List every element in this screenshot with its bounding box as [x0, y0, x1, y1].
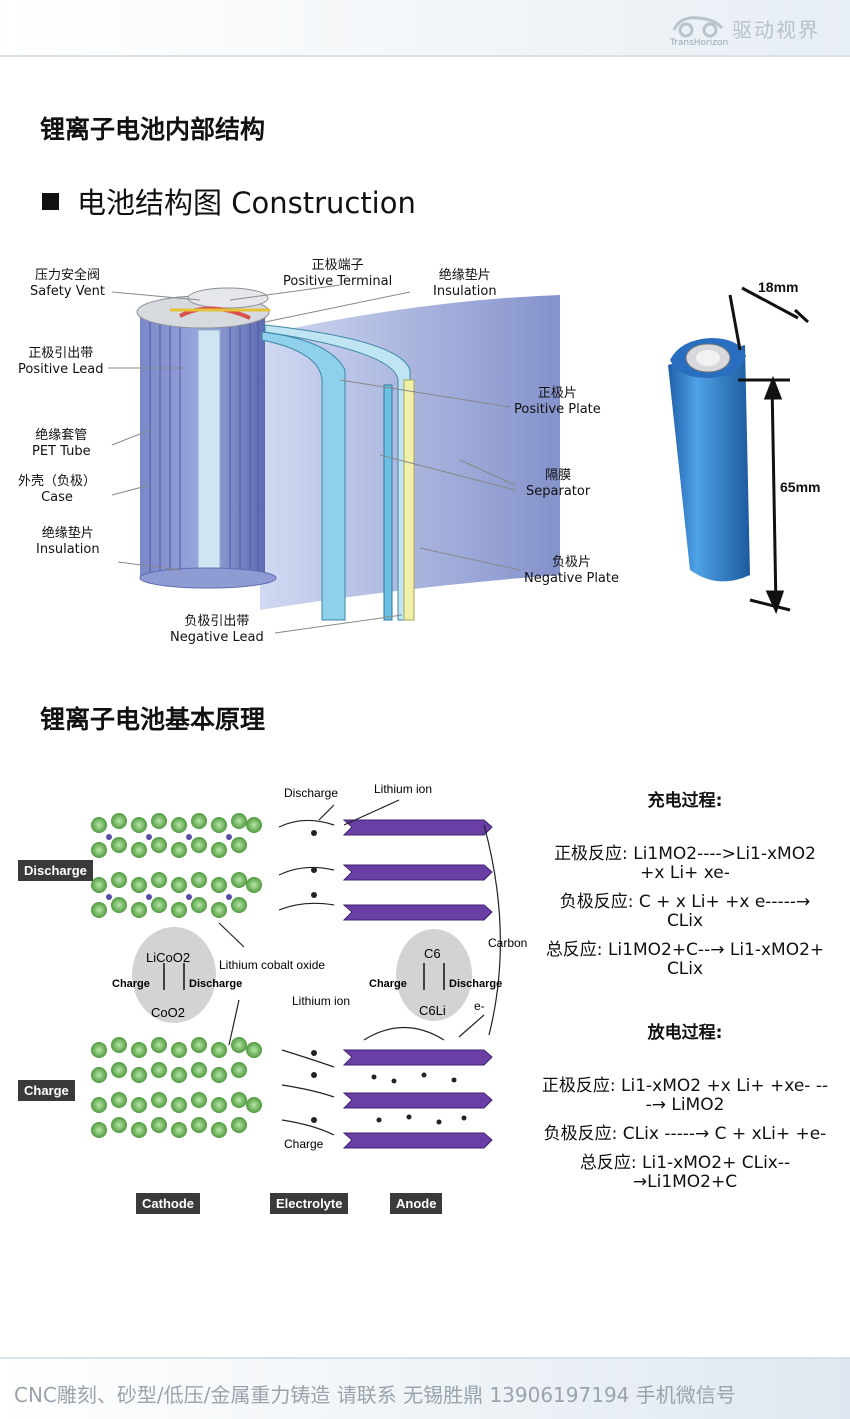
label-safety-vent: 压力安全阀 Safety Vent — [30, 268, 105, 300]
bullet-square-icon — [42, 192, 59, 210]
pd-carbon: Carbon — [488, 936, 527, 950]
label-pet-tube: 绝缘套管 PET Tube — [32, 428, 91, 460]
label-positive-lead: 正极引出带 Positive Lead — [18, 346, 103, 378]
pd-lithium-ion-top: Lithium ion — [374, 782, 432, 796]
label-positive-lead-text: 正极引出带 Positive Lead — [18, 346, 104, 377]
subtitle-text: 电池结构图 Construction — [77, 186, 416, 220]
pd-c-discharge: Discharge — [449, 978, 502, 990]
pd-lco-discharge: Discharge — [189, 978, 242, 990]
label-insulation-top-text: 绝缘垫片 Insulation — [433, 268, 497, 299]
footer-contact-text: CNC雕刻、砂型/低压/金属重力铸造 请联系 无锡胜鼎 13906197194 … — [14, 1383, 736, 1407]
pd-discharge-label: Discharge — [284, 786, 338, 800]
pd-c-charge: Charge — [369, 978, 407, 990]
label-positive-plate-text: 正极片 Positive Plate — [514, 386, 601, 417]
section-title-structure: 锂离子电池内部结构 — [40, 115, 266, 144]
discharge-negative: 负极反应: CLix -----→ C + xLi+ +e- — [543, 1124, 827, 1144]
cathode-lattice-bottom — [91, 1037, 262, 1138]
pd-lco-bottom: CoO2 — [151, 1005, 185, 1020]
footer-banner: CNC雕刻、砂型/低压/金属重力铸造 请联系 无锡胜鼎 13906197194 … — [0, 1357, 850, 1419]
charge-process: 充电过程: 正极反应: Li1MO2---->Li1-xMO2 +x Li+ x… — [540, 786, 830, 979]
electrode-strips — [261, 331, 346, 621]
pd-anode-tag: Anode — [390, 1193, 443, 1214]
subtitle-construction: 电池结构图 Construction — [42, 180, 416, 222]
battery-height-label: 65mm — [780, 479, 820, 495]
discharge-total: 总反应: Li1-xMO2+ CLix--→Li1MO2+C — [579, 1153, 791, 1192]
label-case: 外壳（负极） Case — [18, 474, 96, 506]
label-negative-lead-text: 负极引出带 Negative Lead — [170, 614, 264, 645]
label-separator-text: 隔膜 Separator — [526, 468, 591, 499]
pd-electrolyte-tag: Electrolyte — [270, 1193, 349, 1214]
pd-c-top: C6 — [424, 946, 441, 961]
pd-c-bottom: C6Li — [419, 1003, 446, 1018]
pd-lco-charge: Charge — [112, 978, 150, 990]
pd-cathode-tag: Cathode — [136, 1193, 200, 1214]
label-safety-vent-text: 压力安全阀 Safety Vent — [30, 268, 105, 299]
pd-charge-bottom: Charge — [284, 1137, 324, 1151]
pd-lco-top: LiCoO2 — [146, 950, 190, 965]
logo-subtitle: TransHorizon — [670, 38, 729, 48]
charge-negative: 负极反应: C + x Li+ +x e-----→ CLix — [559, 892, 811, 931]
logo-text: 驱动视界 — [732, 17, 820, 42]
discharge-title: 放电过程: — [647, 1023, 723, 1043]
anode-reaction-bubble — [396, 929, 472, 1021]
car-logo-icon: TransHorizon — [670, 12, 728, 48]
discharge-process: 放电过程: 正极反应: Li1-xMO2 +x Li+ +xe- ---→ Li… — [540, 1018, 830, 1192]
label-negative-lead: 负极引出带 Negative Lead — [170, 614, 264, 646]
logo: TransHorizon 驱动视界 — [670, 12, 820, 48]
charge-title: 充电过程: — [647, 791, 723, 811]
pd-lithium-ion-mid: Lithium ion — [292, 994, 350, 1008]
center-tube — [197, 329, 221, 571]
label-positive-terminal-text: 正极端子 Positive Terminal — [283, 258, 393, 289]
cathode-lattice-top — [91, 813, 262, 918]
label-insulation-bottom: 绝缘垫片 Insulation — [36, 526, 100, 558]
pd-charge-tag: Charge — [18, 1080, 75, 1101]
charge-total: 总反应: Li1MO2+C--→ Li1-xMO2+ CLix — [545, 940, 825, 979]
label-insulation-bottom-text: 绝缘垫片 Insulation — [36, 526, 100, 557]
label-positive-plate: 正极片 Positive Plate — [514, 386, 601, 418]
battery-diameter-label: 18mm — [758, 279, 798, 295]
top-banner: TransHorizon 驱动视界 — [0, 0, 850, 57]
charge-positive: 正极反应: Li1MO2---->Li1-xMO2 +x Li+ xe- — [554, 844, 816, 883]
discharge-positive: 正极反应: Li1-xMO2 +x Li+ +xe- ---→ LiMO2 — [541, 1076, 829, 1115]
principle-diagram: LiCoO2 CoO2 Charge Discharge C6 C6Li Cha… — [91, 782, 527, 1151]
anode-graphite-layers — [342, 819, 493, 1149]
label-case-text: 外壳（负极） Case — [18, 474, 97, 505]
pd-electron: e- — [474, 999, 485, 1013]
pd-lithium-cobalt-oxide: Lithium cobalt oxide — [219, 958, 325, 972]
battery-18650-photo: 18mm 65mm — [668, 279, 820, 615]
label-negative-plate: 负极片 Negative Plate — [524, 555, 619, 587]
cathode-reaction-bubble — [132, 927, 216, 1023]
pd-discharge-tag: Discharge — [18, 860, 93, 881]
label-pet-tube-text: 绝缘套管 PET Tube — [32, 428, 91, 459]
cell-cutaway-diagram — [108, 284, 560, 634]
label-negative-plate-text: 负极片 Negative Plate — [524, 555, 619, 586]
label-separator: 隔膜 Separator — [526, 468, 590, 500]
section-title-principle: 锂离子电池基本原理 — [40, 705, 266, 734]
label-insulation-top: 绝缘垫片 Insulation — [433, 268, 497, 300]
label-positive-terminal: 正极端子 Positive Terminal — [283, 258, 392, 290]
